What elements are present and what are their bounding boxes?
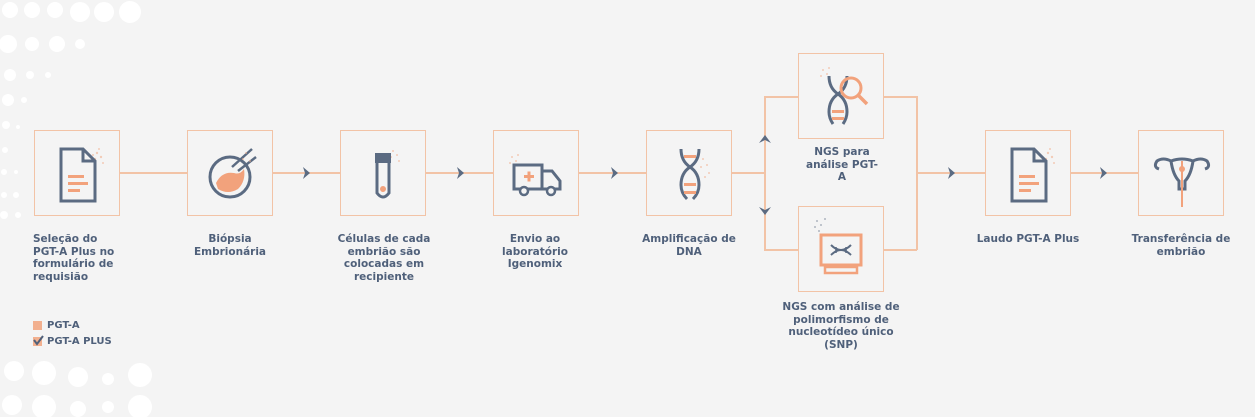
step-box-ngs-snp — [798, 206, 884, 292]
step-label-biopsy: Biópsia Embrionária — [193, 233, 267, 258]
step-label-cells: Células de cada embrião são colocadas em… — [337, 233, 431, 283]
connector-line-branch-bottom-left — [764, 249, 798, 251]
connector-line-main — [120, 172, 765, 174]
chevron-down-icon — [759, 207, 771, 215]
step-box-shipping — [493, 130, 579, 216]
step-box-transfer — [1138, 130, 1224, 216]
step-label-ngs-snp: NGS com análise de polimorfismo de nucle… — [782, 301, 900, 351]
legend-item-pgt-a-plus: PGT-A PLUS — [33, 335, 112, 347]
checkbox-checked-icon — [33, 335, 44, 346]
legend-item-pgt-a: PGT-A — [33, 320, 80, 331]
legend-label-pgt-a: PGT-A — [47, 320, 80, 331]
step-label-ngs-pgt-a: NGS para análise PGT-A — [806, 146, 878, 183]
dna-icon — [679, 148, 710, 201]
step-label-selection: Seleção do PGT-A Plus no formulário de r… — [33, 233, 115, 283]
connector-line-branch-top-left — [764, 96, 798, 98]
step-box-ngs-pgt-a — [798, 53, 884, 139]
chevron-up-icon — [759, 135, 771, 143]
decorative-dots-bottom — [2, 361, 152, 417]
chevron-right-icon — [611, 167, 618, 179]
uterus-icon — [1153, 157, 1211, 207]
step-label-shipping: Envio ao laboratório Igenomix — [502, 233, 568, 270]
document-icon — [59, 147, 104, 203]
step-box-biopsy — [187, 130, 273, 216]
chevron-right-icon — [1100, 167, 1107, 179]
legend-label-pgt-a-plus: PGT-A PLUS — [47, 336, 112, 347]
step-label-report: Laudo PGT-A Plus — [976, 233, 1080, 245]
connector-line-branch-top-right — [884, 96, 917, 98]
chevron-right-icon — [457, 167, 464, 179]
step-box-selection — [34, 130, 120, 216]
ambulance-icon — [509, 154, 562, 197]
chevron-right-icon — [948, 167, 955, 179]
report-document-icon — [1010, 147, 1055, 203]
decorative-dots-top — [0, 1, 141, 219]
step-label-amplification: Amplificação de DNA — [642, 233, 736, 258]
dna-magnifier-icon — [820, 67, 869, 125]
step-box-cells — [340, 130, 426, 216]
chevron-right-icon — [303, 167, 310, 179]
step-box-report — [985, 130, 1071, 216]
connector-line-branch-bottom-right — [884, 249, 917, 251]
legend-square-icon — [33, 321, 42, 330]
test-tube-icon — [375, 150, 400, 199]
dna-computer-icon — [814, 218, 863, 275]
step-label-transfer: Transferência de embrião — [1131, 233, 1231, 258]
step-box-amplification — [646, 130, 732, 216]
connector-line-branch-vertical-left — [764, 96, 766, 250]
biopsy-petri-icon — [208, 148, 257, 199]
